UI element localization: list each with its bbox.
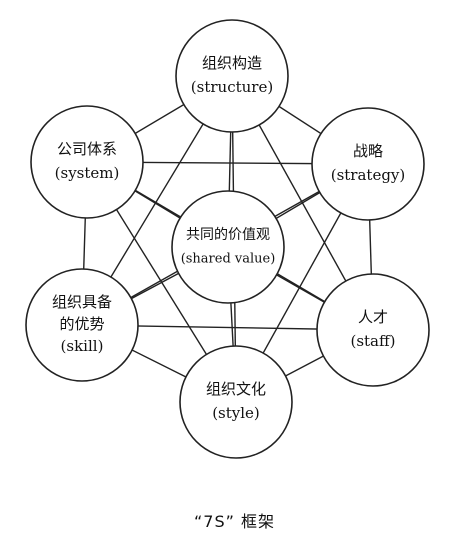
node-label-line: (system) — [55, 164, 120, 182]
framework-nodes: 组织构造 (structure) 战略 (strategy) 人才 (staff) 组织文化… — [25, 19, 430, 459]
node-circle — [179, 345, 293, 459]
node-strategy: 战略 (strategy) — [311, 107, 425, 221]
node-circle — [30, 105, 144, 219]
diagram-caption: “7S” 框架 — [193, 512, 275, 531]
node-label-line: 战略 — [353, 142, 383, 160]
node-circle — [171, 190, 285, 304]
node-label-line: (skill) — [61, 337, 104, 355]
node-label-line: 组织构造 — [202, 54, 262, 72]
node-label-line: 人才 — [358, 308, 388, 326]
node-circle — [316, 273, 430, 387]
node-style: 组织文化 (style) — [179, 345, 293, 459]
node-circle — [25, 268, 139, 382]
node-label-line: 公司体系 — [57, 140, 117, 158]
node-label-line: (structure) — [191, 78, 273, 96]
node-staff: 人才 (staff) — [316, 273, 430, 387]
node-label-line: (style) — [212, 404, 260, 422]
node-circle — [311, 107, 425, 221]
node-shared-value: 共同的价值观 (shared value) — [171, 190, 285, 304]
node-circle — [175, 19, 289, 133]
node-system: 公司体系 (system) — [30, 105, 144, 219]
node-label-line: (staff) — [350, 332, 395, 350]
node-label-line: 组织文化 — [206, 380, 266, 398]
node-label-line: (shared value) — [181, 252, 276, 267]
node-structure: 组织构造 (structure) — [175, 19, 289, 133]
node-label-line: 组织具备 — [52, 293, 112, 311]
node-label-line: 共同的价值观 — [186, 227, 270, 243]
node-label-line: (strategy) — [331, 166, 406, 184]
node-label-line: 的优势 — [59, 315, 104, 333]
